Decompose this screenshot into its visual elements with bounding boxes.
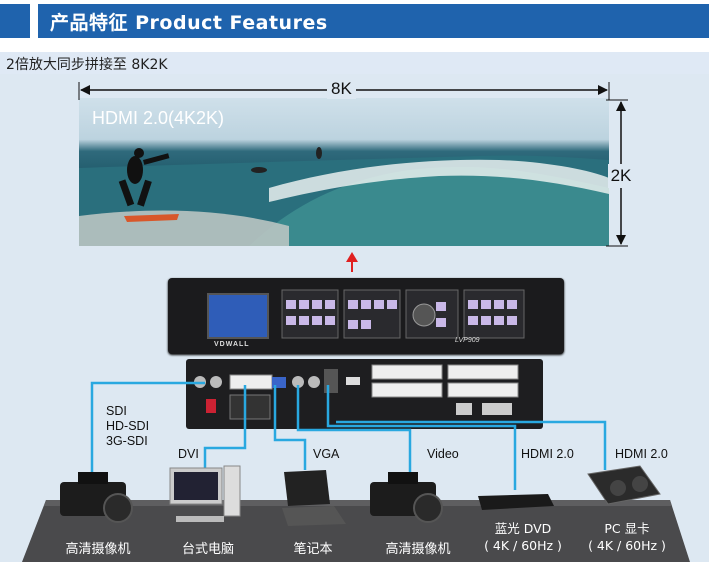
- pc-card-label: PC 显卡 ( 4K / 60Hz ): [582, 520, 672, 554]
- dvd-spec: ( 4K / 60Hz ): [484, 538, 562, 553]
- graphics-card-icon: [587, 465, 661, 505]
- dvi-label: DVI: [178, 447, 199, 461]
- sdi-label: SDI: [106, 404, 127, 418]
- pc-card-name: PC 显卡: [604, 521, 650, 536]
- hd-sdi-label: HD-SDI: [106, 419, 150, 433]
- camera-1-label: 高清摄像机: [65, 542, 131, 557]
- panorama-label: HDMI 2.0(4K2K): [92, 108, 225, 128]
- height-label: 2K: [608, 164, 634, 188]
- subtitle: 2倍放大同步拼接至 8K2K: [6, 57, 168, 73]
- dvd-label: 蓝光 DVD ( 4K / 60Hz ): [478, 520, 568, 554]
- header-bar: [38, 4, 709, 38]
- width-label: 8K: [327, 79, 356, 99]
- desktop-label: 台式电脑: [181, 542, 234, 557]
- hdmi-dvd-label: HDMI 2.0: [521, 447, 574, 461]
- rear-ports: [194, 364, 519, 420]
- model-label: LVP909: [455, 337, 480, 344]
- header: 产品特征 Product Features: [0, 0, 709, 44]
- camera-2-label: 高清摄像机: [385, 542, 451, 557]
- vga-label: VGA: [313, 447, 340, 461]
- laptop-icon: [282, 470, 346, 526]
- video-label: Video: [427, 447, 459, 461]
- surf-wave-illustration: [79, 147, 609, 246]
- laptop-label: 笔记本: [293, 542, 333, 557]
- page-title: 产品特征 Product Features: [50, 12, 328, 34]
- lcd-screen: [207, 293, 269, 339]
- subtitle-bar: [0, 52, 709, 74]
- brand-logo: VDWALL: [214, 341, 250, 348]
- 3g-sdi-label: 3G-SDI: [106, 434, 148, 448]
- sdi-signal-labels: SDI HD-SDI 3G-SDI: [106, 404, 149, 449]
- header-accent: [0, 4, 30, 38]
- dvd-name: 蓝光 DVD: [494, 521, 552, 536]
- camera-2-icon: [370, 472, 443, 523]
- bluray-dvd-icon: [478, 494, 554, 510]
- desktop-computer-icon: [169, 465, 241, 522]
- camera-1-icon: [60, 472, 133, 523]
- hdmi-pc-label: HDMI 2.0: [615, 447, 668, 461]
- pc-card-spec: ( 4K / 60Hz ): [588, 538, 666, 553]
- panorama-image: [79, 98, 609, 246]
- front-buttons: [281, 289, 525, 339]
